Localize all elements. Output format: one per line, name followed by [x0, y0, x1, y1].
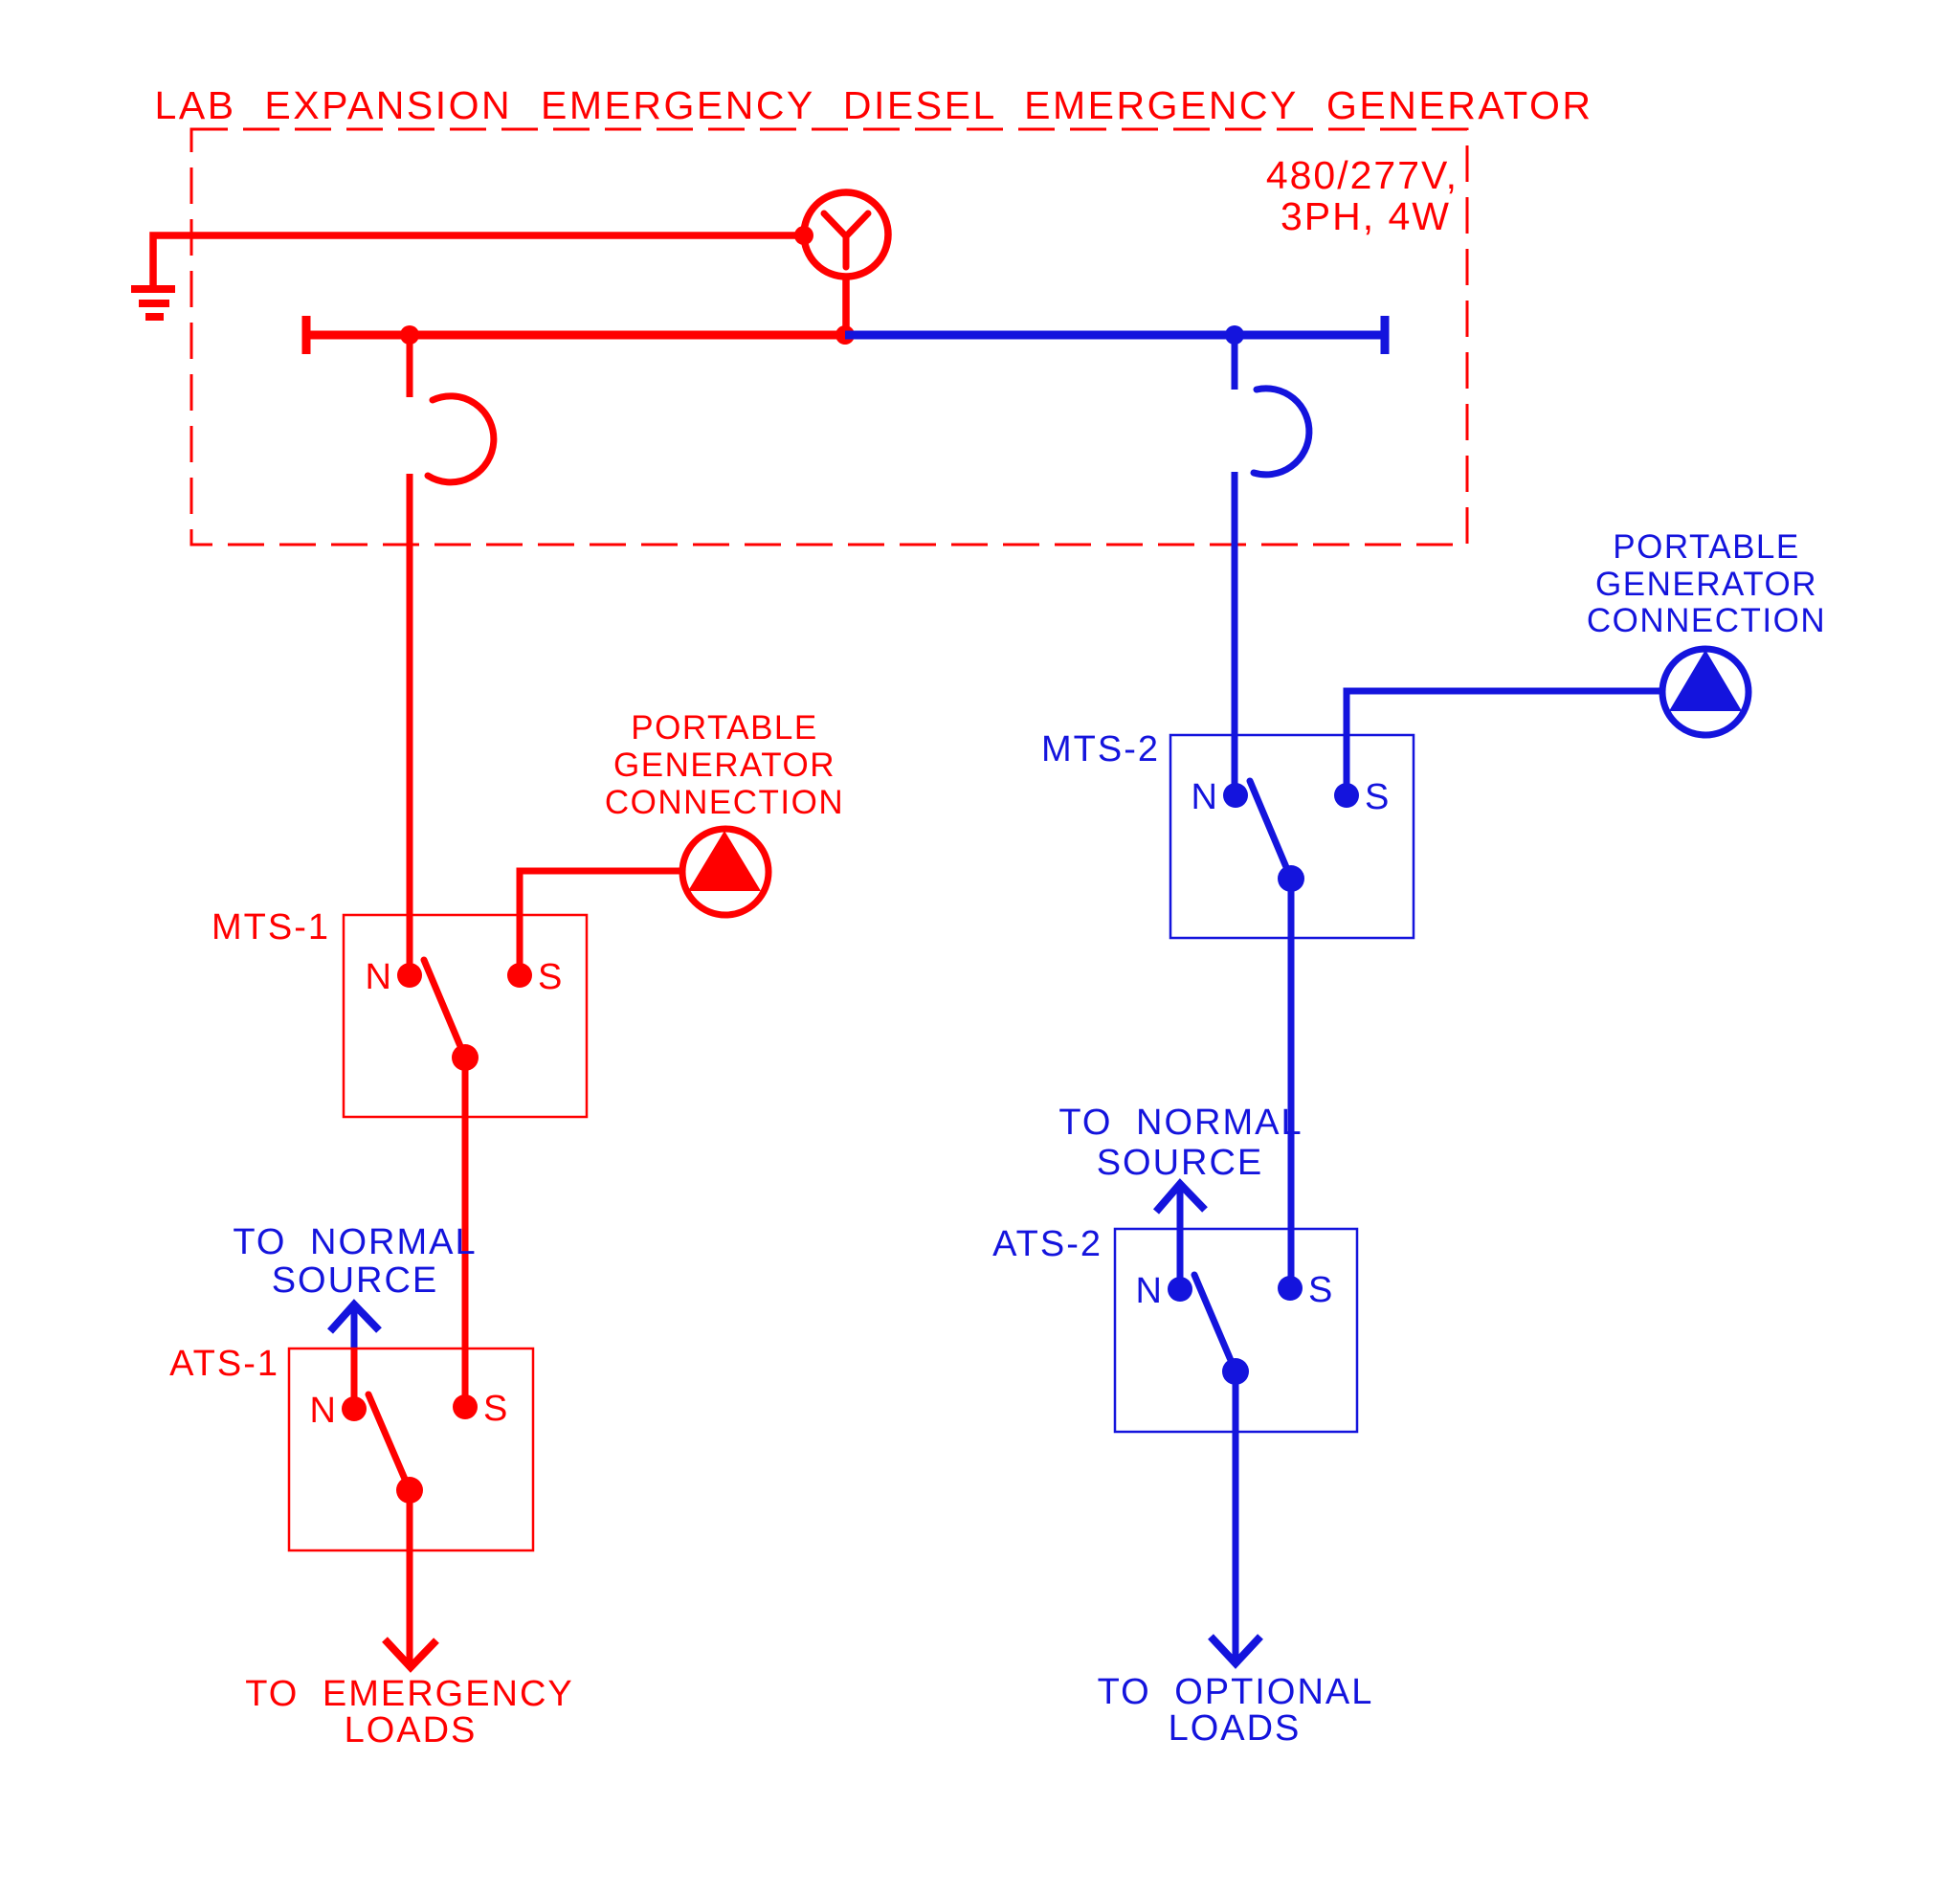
mts1-s-label: S	[538, 957, 562, 997]
mts1-n-label: N	[366, 957, 391, 997]
diagram-title: LAB EXPANSION EMERGENCY DIESEL EMERGENCY…	[155, 83, 1593, 127]
mts2-s-label: S	[1365, 777, 1389, 817]
ats2-s-label: S	[1308, 1270, 1332, 1310]
ats1-to-normal-source-line2: SOURCE	[272, 1260, 439, 1301]
ats2-to-normal-source-line2: SOURCE	[1097, 1143, 1264, 1183]
to-emergency-loads-line2: LOADS	[345, 1710, 478, 1750]
ats2-n-label: N	[1136, 1271, 1162, 1311]
mts2-label: MTS-2	[1041, 729, 1160, 769]
ats2-label: ATS-2	[992, 1224, 1102, 1264]
generator-rating-line1: 480/277V,	[1266, 153, 1459, 197]
ats2-source-terminal	[1278, 1276, 1303, 1301]
pgc-blue-line1: PORTABLE	[1613, 528, 1800, 566]
optional-bus-blue	[845, 316, 1390, 354]
up-arrow-icon-ats1	[327, 1299, 382, 1349]
ats1-switch: ATS-1 N S	[169, 1344, 535, 1552]
to-optional-loads-line1: TO OPTIONAL	[1098, 1672, 1374, 1712]
breaker-arc-icon-blue	[1250, 385, 1313, 479]
portable-generator-icon-blue	[1659, 645, 1752, 739]
ats2-switch: ATS-2 N S	[992, 1224, 1359, 1434]
ats1-switch-blade	[365, 1391, 413, 1494]
mts2-switch: MTS-2 N S	[1041, 729, 1415, 940]
mts1-switch-blade	[420, 956, 469, 1061]
pgc-red-line3: CONNECTION	[605, 784, 844, 821]
ats1-label: ATS-1	[169, 1344, 279, 1384]
pgc-blue-line3: CONNECTION	[1587, 602, 1826, 639]
mts2-normal-terminal	[1223, 783, 1248, 808]
up-arrow-icon-ats2	[1152, 1178, 1208, 1289]
down-arrow-icon-emergency-loads	[382, 1490, 439, 1673]
down-arrow-icon-optional-loads	[1208, 1371, 1263, 1669]
mts2-n-label: N	[1192, 777, 1217, 817]
portable-generator-icon-red	[679, 825, 772, 919]
ats1-source-terminal	[453, 1394, 478, 1419]
feeder-mts2	[1231, 335, 1313, 785]
pgc-red-line1: PORTABLE	[631, 709, 818, 747]
ats1-normal-terminal	[342, 1396, 367, 1421]
mts1-switch: MTS-1 N S	[212, 907, 589, 1119]
ats2-normal-terminal	[1168, 1277, 1192, 1302]
ground-icon	[131, 232, 804, 321]
mts1-normal-terminal	[397, 963, 422, 988]
ats1-n-label: N	[310, 1391, 336, 1431]
emergency-bus-red	[301, 316, 855, 354]
mts1-label: MTS-1	[212, 907, 330, 948]
ats1-s-label: S	[483, 1389, 507, 1429]
breaker-arc-icon-red	[424, 392, 498, 486]
pgc-blue-line2: GENERATOR	[1595, 566, 1817, 603]
ats2-switch-blade	[1191, 1271, 1239, 1375]
generator-enclosure-box	[189, 127, 1469, 546]
to-optional-loads-line2: LOADS	[1169, 1708, 1302, 1749]
to-emergency-loads-line1: TO EMERGENCY	[245, 1674, 574, 1714]
generator-rating-line2: 3PH, 4W	[1281, 194, 1451, 238]
mts1-source-wire	[516, 867, 683, 975]
ats1-to-normal-source-line1: TO NORMAL	[233, 1222, 477, 1262]
mts2-switch-blade	[1246, 777, 1295, 882]
diesel-generator-wye-icon	[794, 189, 892, 335]
mts2-source-wire	[1343, 687, 1663, 795]
ats2-to-normal-source-line1: TO NORMAL	[1058, 1103, 1303, 1143]
feeder-mts1	[406, 335, 498, 965]
pgc-red-line2: GENERATOR	[613, 747, 835, 784]
